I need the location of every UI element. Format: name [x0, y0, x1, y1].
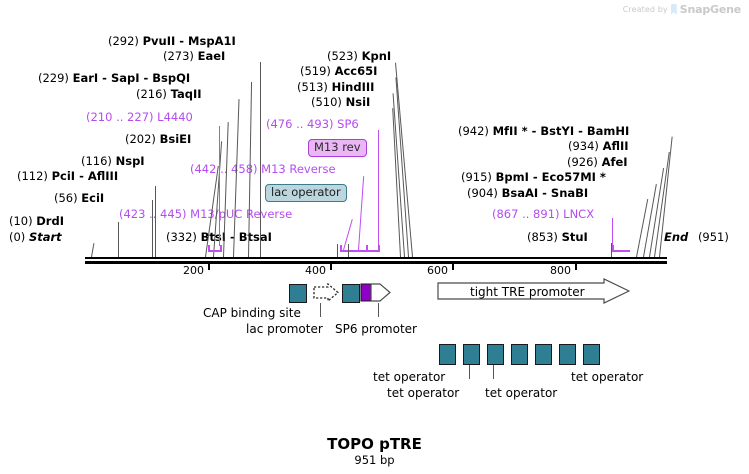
enzyme-label: (273) EaeI [163, 49, 226, 63]
primer-bracket [340, 250, 368, 252]
feature-operator-box[interactable] [342, 284, 360, 303]
primer-bracket-end [366, 245, 368, 252]
sequence-ruler-line [85, 257, 667, 259]
leader-line [155, 186, 156, 257]
ruler-tick-label-600: 600 [427, 264, 448, 277]
primer-bracket [208, 250, 222, 252]
feature-tet-operator[interactable] [535, 344, 552, 365]
primer-bracket-end [220, 245, 222, 252]
enzyme-label: (56) EciI [54, 191, 105, 205]
leader-line [91, 243, 95, 258]
sequence-ruler-line-2 [85, 261, 667, 264]
primer-bracket [612, 250, 630, 252]
enzyme-label: (229) EarI - SapI - BspQI [38, 71, 191, 85]
leader-line [152, 200, 153, 257]
enzyme-label: (216) TaqII [136, 87, 202, 101]
leader-line [636, 198, 649, 258]
primer-bracket [364, 250, 380, 252]
snapgene-watermark: Created by SnapGene [623, 3, 741, 16]
primer-label: (423 .. 445) M13/pUC Reverse [119, 207, 293, 221]
leader-line [348, 244, 349, 257]
leader-line [611, 243, 612, 257]
enzyme-label: (942) MfII * - BstYI - BamHI [458, 124, 630, 138]
created-by-label: Created by [622, 5, 668, 14]
start-label: (0) Start [9, 230, 62, 244]
ruler-tick-600 [452, 262, 454, 270]
primer-leader-line [219, 126, 220, 246]
leader-line [337, 244, 338, 257]
feature-outline-arrow[interactable] [369, 283, 391, 306]
enzyme-label: (519) Acc65I [300, 64, 378, 78]
ruler-tick-800 [575, 262, 577, 270]
primer-leader-line [358, 176, 365, 251]
tet-operator-label: tet operator [485, 386, 558, 400]
primer-label: (442 .. 458) M13 Reverse [190, 162, 336, 176]
feature-tet-operator[interactable] [463, 344, 480, 365]
enzyme-label: (112) PciI - AflIII [17, 169, 119, 183]
feature-connector [320, 303, 321, 317]
primer-label: (867 .. 891) LNCX [492, 207, 595, 221]
primer-leader-line [378, 130, 379, 250]
primer-label: (476 .. 493) SP6 [266, 117, 359, 131]
ruler-tick-label-800: 800 [550, 264, 571, 277]
tet-operator-label: tet operator [571, 370, 644, 384]
feature-cap-binding-site[interactable] [289, 284, 307, 303]
enzyme-label: (904) BsaAI - SnaBI [467, 186, 589, 200]
enzyme-label: (926) AfeI [567, 155, 628, 169]
primer-leader-line [612, 218, 613, 250]
tet-operator-connector [493, 365, 494, 379]
feature-label-tight-tre-promoter: tight TRE promoter [470, 285, 585, 299]
primer-bracket-end [208, 245, 210, 252]
feature-tet-operator[interactable] [559, 344, 576, 365]
enzyme-label: (202) BsiEI [125, 132, 192, 146]
badge-lac-operator: lac operator [265, 184, 347, 202]
ruler-tick-label-200: 200 [183, 264, 204, 277]
feature-lac-promoter[interactable] [313, 282, 340, 306]
feature-label-lac-promoter: lac promoter [246, 322, 323, 336]
ruler-tick-400 [330, 262, 332, 270]
end-label: End (951) [664, 230, 729, 244]
snapgene-flag-icon [670, 4, 677, 15]
ruler-tick-label-400: 400 [305, 264, 326, 277]
enzyme-label: (915) BpmI - Eco57MI * [461, 170, 606, 184]
feature-tet-operator[interactable] [511, 344, 528, 365]
enzyme-label: (332) BtsI - BtsaI [166, 230, 272, 244]
feature-label-cap-binding-site: CAP binding site [203, 306, 301, 320]
tet-operator-label: tet operator [387, 386, 460, 400]
ruler-tick-200 [208, 262, 210, 270]
plasmid-length: 951 bp [354, 453, 395, 467]
snapgene-brand-label: SnapGene [679, 3, 741, 16]
enzyme-label: (10) DrdI [9, 214, 64, 228]
enzyme-label: (292) PvuII - MspA1I [108, 34, 236, 48]
badge-m13-rev: M13 rev [308, 139, 367, 157]
enzyme-label: (510) NsiI [311, 95, 371, 109]
feature-tet-operator[interactable] [439, 344, 456, 365]
enzyme-label: (934) AflII [568, 139, 629, 153]
feature-label-sp6-promoter: SP6 promoter [335, 322, 417, 336]
primer-label: (210 .. 227) L4440 [86, 110, 193, 124]
enzyme-label: (523) KpnI [327, 49, 392, 63]
feature-tet-operator[interactable] [583, 344, 600, 365]
plasmid-title: TOPO pTRE [327, 435, 422, 453]
tet-operator-connector [469, 365, 470, 379]
enzyme-label: (116) NspI [81, 154, 145, 168]
feature-tight-tre-promoter[interactable] [437, 278, 631, 308]
primer-bracket-end [612, 245, 614, 252]
leader-line [260, 62, 261, 257]
leader-line [118, 222, 119, 257]
tet-operator-label: tet operator [373, 370, 446, 384]
primer-bracket-end [340, 245, 342, 252]
enzyme-label: (853) StuI [527, 230, 588, 244]
feature-tet-operator[interactable] [487, 344, 504, 365]
feature-connector [378, 303, 379, 317]
primer-bracket-end [378, 245, 380, 252]
enzyme-label: (513) HindIII [297, 80, 375, 94]
